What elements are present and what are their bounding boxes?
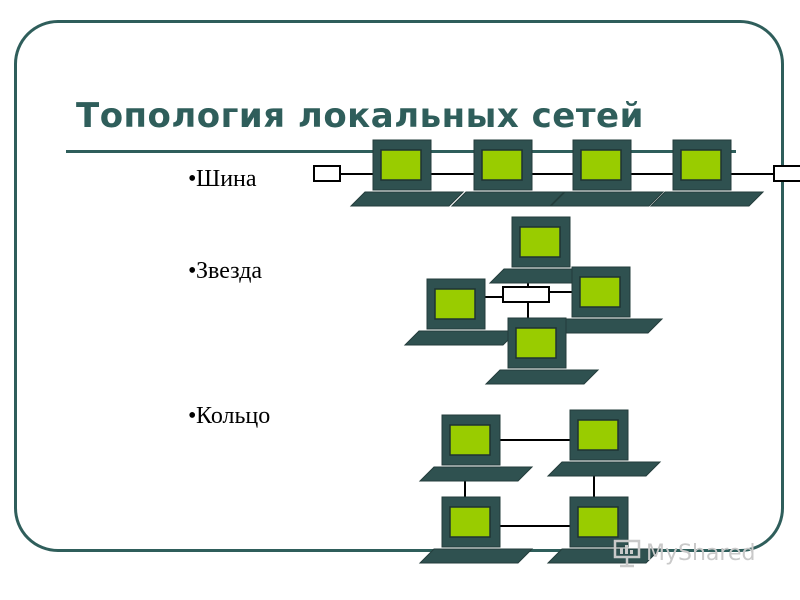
watermark: MyShared — [612, 538, 755, 568]
page-title: Топология локальных сетей — [76, 96, 644, 136]
bullet-ring: •Кольцо — [188, 403, 271, 429]
bullet-label-bus: Шина — [196, 166, 257, 192]
hub-icon — [502, 286, 550, 303]
ring-topology — [419, 409, 661, 564]
watermark-text: MyShared — [646, 540, 756, 566]
presentation-board-icon — [613, 539, 641, 568]
terminator-icon — [773, 165, 800, 182]
computer-icon — [547, 409, 661, 477]
star-topology — [404, 216, 663, 385]
computer-icon — [404, 278, 518, 346]
bullet-label-ring: Кольцо — [196, 403, 271, 429]
bus-topology — [313, 139, 800, 207]
computer-icon — [419, 414, 533, 482]
bullet-label-star: Звезда — [196, 258, 263, 284]
bullet-star: •Звезда — [188, 258, 263, 284]
computer-icon — [419, 496, 533, 564]
terminator-icon — [313, 165, 341, 182]
slide-frame — [14, 20, 784, 552]
bullet-bus: •Шина — [188, 166, 257, 192]
